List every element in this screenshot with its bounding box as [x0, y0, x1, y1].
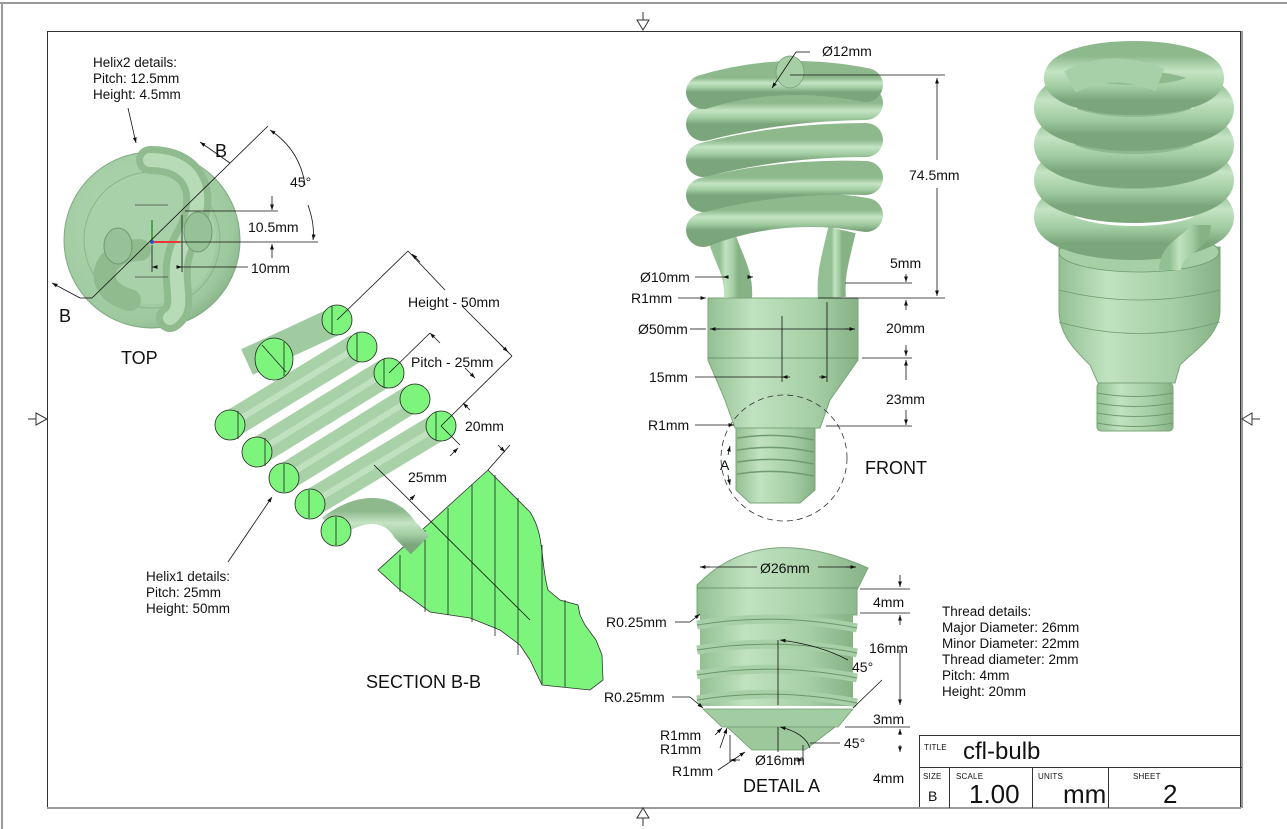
- drawing-title: cfl-bulb: [963, 738, 1041, 765]
- helix1-note-line-2: Pitch: 25mm: [146, 585, 222, 600]
- front-leg-offset-dim: 5mm: [890, 255, 922, 271]
- sheet-caption: SHEET: [1133, 772, 1161, 781]
- thread-note-line-2: Major Diameter: 26mm: [942, 620, 1080, 635]
- thread-note-line-5: Pitch: 4mm: [942, 668, 1010, 683]
- detail-view-label: DETAIL A: [743, 776, 821, 796]
- front-tube-dia-dim: Ø12mm: [822, 43, 872, 59]
- front-view-label: FRONT: [865, 458, 927, 478]
- isometric-view: [1034, 41, 1234, 432]
- scale-value: 1.00: [969, 779, 1020, 809]
- front-leg-dia-dim: Ø10mm: [640, 269, 690, 285]
- detail-view: [696, 547, 869, 751]
- section-height-dim: Height - 50mm: [408, 294, 500, 310]
- detail-thread-crests: [696, 614, 858, 708]
- helix2-note: Helix2 details: Pitch: 12.5mm Height: 4.…: [93, 55, 181, 103]
- detail-angle-b-dim: 45°: [844, 735, 866, 751]
- front-thread-lines: [736, 434, 815, 477]
- title-block: TITLE cfl-bulb SIZE B SCALE 1.00 UNITS m…: [919, 735, 1242, 808]
- detail-r1-dim: R1mm: [660, 727, 702, 743]
- front-body-dia-dim: Ø50mm: [638, 321, 688, 337]
- section-hatching: [399, 475, 566, 687]
- units-cell: UNITS mm: [1033, 768, 1109, 808]
- detail-tip-dia-dim: Ø16mm: [755, 752, 805, 768]
- center-marker-right: [1241, 412, 1260, 426]
- helix1-note: Helix1 details: Pitch: 25mm Height: 50mm: [146, 569, 230, 617]
- helix1-note-line-1: Helix1 details:: [146, 569, 231, 584]
- section-pitch-dim: Pitch - 25mm: [411, 354, 494, 370]
- detail-r2-dim: R1mm: [660, 741, 702, 757]
- detail-top-band-dim: 4mm: [873, 594, 905, 610]
- top-offset-v-dim: 10.5mm: [248, 219, 299, 235]
- front-coil-height-dim: 74.5mm: [909, 167, 960, 183]
- detail-angle-a-dim: 45°: [852, 659, 874, 675]
- section-25mm-dim: 25mm: [408, 469, 447, 485]
- front-neck-height-dim: 23mm: [886, 391, 925, 407]
- detail-view-dimensions: [672, 565, 910, 771]
- top-view: [63, 146, 241, 332]
- top-angle-dim: 45°: [290, 174, 312, 190]
- title-row: TITLE cfl-bulb: [920, 736, 1242, 768]
- thread-note-line-3: Minor Diameter: 22mm: [942, 636, 1080, 651]
- thread-note-line-4: Thread diameter: 2mm: [942, 652, 1079, 667]
- size-caption: SIZE: [923, 772, 942, 781]
- detail-fillet-b-dim: R0.25mm: [604, 689, 665, 705]
- section-20mm-dim: 20mm: [465, 418, 504, 434]
- iso-coils: [1034, 41, 1234, 260]
- helix2-note-line-1: Helix2 details:: [93, 55, 178, 70]
- units-value: mm: [1063, 779, 1107, 809]
- detail-major-dia-dim: Ø26mm: [760, 560, 810, 576]
- helix2-note-line-3: Height: 4.5mm: [93, 87, 181, 102]
- helix1-note-line-3: Height: 50mm: [146, 601, 231, 616]
- detail-a-marker: A: [720, 457, 730, 473]
- front-view-dimensions: [678, 51, 945, 486]
- center-marker-top: [636, 12, 650, 31]
- front-coils: [686, 55, 883, 247]
- front-fillet-neck-dim: R1mm: [648, 417, 690, 433]
- section-view-label: SECTION B-B: [366, 672, 482, 692]
- front-fillet-top-dim: R1mm: [631, 290, 673, 306]
- section-letter-b-top: B: [215, 141, 228, 161]
- front-leg-spacing-dim: 15mm: [649, 369, 688, 385]
- section-view: [214, 304, 604, 691]
- sheet-cell: SHEET 2: [1109, 768, 1242, 808]
- section-view-dimensions: [227, 250, 531, 621]
- center-marker-bottom: [636, 807, 650, 826]
- detail-fillet-a-dim: R0.25mm: [606, 614, 667, 630]
- section-letter-b-bottom: B: [59, 306, 72, 326]
- size-cell: SIZE B: [920, 768, 950, 808]
- thread-note-line-1: Thread details:: [942, 604, 1032, 619]
- scale-cell: SCALE 1.00: [950, 768, 1033, 808]
- helix2-note-line-2: Pitch: 12.5mm: [93, 71, 180, 86]
- thread-note-line-6: Height: 20mm: [942, 684, 1027, 699]
- front-body-height-dim: 20mm: [886, 320, 925, 336]
- detail-thread-len-dim: 16mm: [869, 640, 908, 656]
- sheet-value: 2: [1163, 779, 1178, 809]
- thread-note: Thread details: Major Diameter: 26mm Min…: [942, 604, 1079, 700]
- front-view: [686, 55, 883, 522]
- detail-band2-dim: 3mm: [873, 711, 905, 727]
- detail-r3-dim: R1mm: [672, 763, 714, 779]
- size-value: B: [928, 788, 938, 804]
- title-caption: TITLE: [924, 743, 947, 752]
- scale-caption: SCALE: [956, 772, 984, 781]
- top-view-dimensions: [51, 107, 318, 299]
- center-marker-left: [28, 412, 49, 426]
- units-caption: UNITS: [1038, 772, 1063, 781]
- detail-tip-len-dim: 4mm: [873, 770, 905, 786]
- top-offset-h-dim: 10mm: [251, 260, 290, 276]
- top-view-label: TOP: [121, 348, 158, 368]
